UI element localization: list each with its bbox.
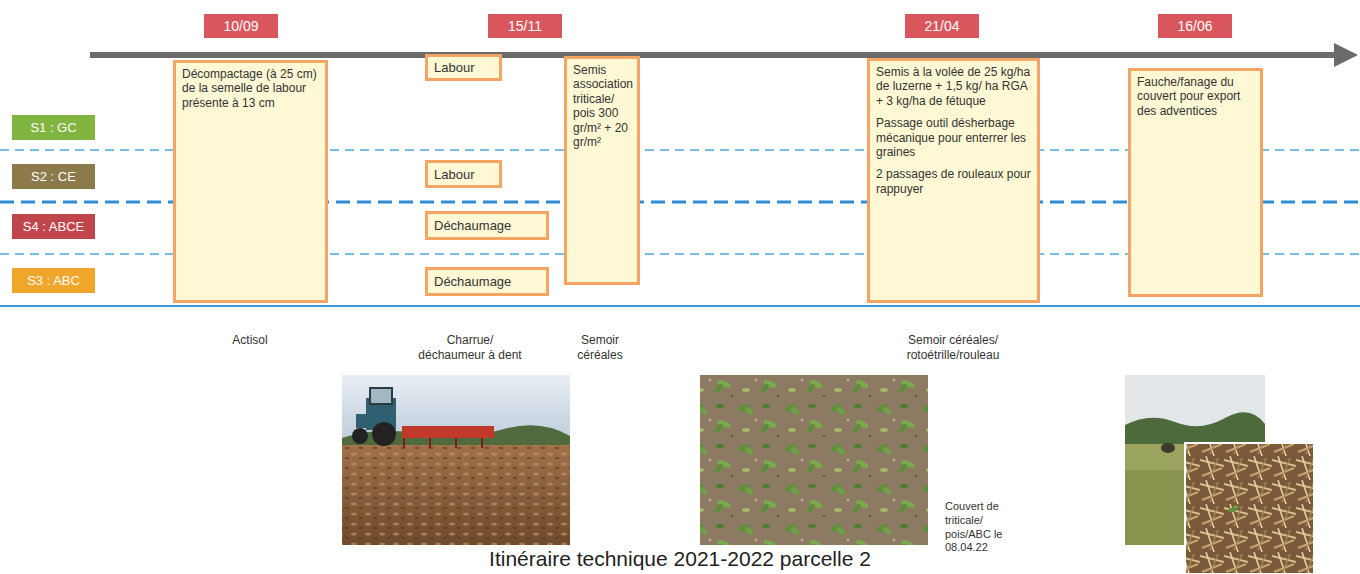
row-label: S3 : ABC [12, 268, 95, 293]
row-label: S1 : GC [12, 115, 95, 140]
cover-crop-photo [700, 375, 928, 545]
step-box: Semis association triticale/ pois 300 gr… [564, 56, 640, 285]
tractor-photo [342, 375, 570, 545]
tool-label: Actisol [210, 333, 290, 348]
node-text: 2 passages de rouleaux pour rappuyer [876, 167, 1031, 196]
tool-label: Semoir céréales [569, 333, 631, 363]
node-text: Semis à la volée de 25 kg/ha de luzerne … [876, 65, 1031, 108]
node-text: Labour [434, 60, 474, 75]
step-box: Déchaumage [425, 211, 549, 240]
node-text: S1 : GC [30, 120, 76, 135]
node-text: Semis association triticale/ pois 300 gr… [573, 63, 631, 149]
node-text: 21/04 [924, 18, 959, 34]
node-text: Déchaumage [434, 218, 511, 233]
node-text: 10/09 [223, 18, 258, 34]
step-box: Décompactage (à 25 cm) de la semelle de … [173, 60, 328, 303]
tool-label: Charrue/ déchaumeur à dent [413, 333, 527, 363]
node-text: Passage outil désherbage mécanique pour … [876, 116, 1031, 159]
node-text: Déchaumage [434, 274, 511, 289]
node-text: Décompactage (à 25 cm) de la semelle de … [182, 67, 319, 110]
photo-caption: Couvert de triticale/ pois/ABC le 08.04.… [945, 500, 1019, 555]
date-badge: 16/06 [1158, 14, 1232, 38]
node-text: Labour [434, 167, 474, 182]
node-text: Fauche/fanage du couvert pour export des… [1137, 75, 1254, 118]
step-box: Semis à la volée de 25 kg/ha de luzerne … [867, 58, 1040, 303]
step-box: Labour [425, 160, 502, 188]
date-badge: 15/11 [488, 14, 562, 38]
date-badge: 21/04 [905, 14, 979, 38]
node-text: S2 : CE [31, 169, 76, 184]
straw-inset-photo [1185, 443, 1314, 574]
node-text: S3 : ABC [27, 273, 80, 288]
date-badge: 10/09 [204, 14, 278, 38]
node-text: S4 : ABCE [23, 219, 84, 234]
diagram-title: Itinéraire technique 2021-2022 parcelle … [489, 547, 871, 571]
step-box: Déchaumage [425, 267, 549, 296]
node-text: 16/06 [1177, 18, 1212, 34]
step-box: Fauche/fanage du couvert pour export des… [1128, 68, 1263, 297]
node-text: 15/11 [508, 18, 542, 34]
row-label: S2 : CE [12, 164, 95, 189]
step-box: Labour [425, 54, 502, 81]
row-label: S4 : ABCE [12, 214, 95, 239]
tool-label: Semoir céréales/ rotoétrille/rouleau [878, 333, 1028, 363]
